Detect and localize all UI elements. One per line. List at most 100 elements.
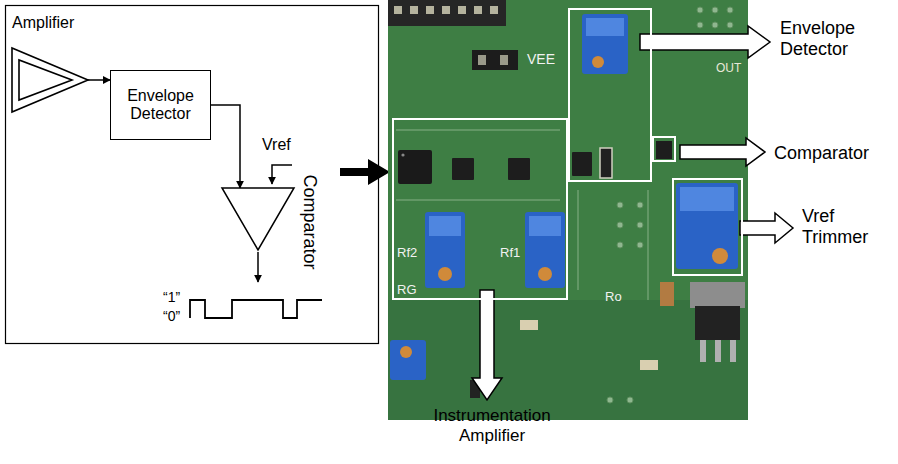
- callout-arrow: [680, 138, 765, 166]
- silkscreen-label: VEE: [527, 52, 555, 67]
- pcb-photo: [400, 346, 412, 358]
- pcb-photo: [712, 248, 728, 264]
- null: [637, 242, 643, 248]
- pcb-photo: [478, 55, 486, 65]
- pcb-photo: [508, 158, 530, 180]
- amplifier-symbol: [19, 60, 72, 100]
- pcb-photo: [458, 6, 466, 14]
- pcb-photo: [438, 267, 452, 281]
- null: [697, 22, 703, 28]
- pcb-photo: [715, 340, 721, 362]
- pcb-photo: [690, 282, 745, 308]
- null: [712, 7, 718, 13]
- silkscreen-label: Ro: [605, 290, 622, 304]
- comparator-symbol: [222, 188, 294, 250]
- pcb-photo: [388, 0, 506, 26]
- digital-waveform: [190, 300, 322, 318]
- null: [727, 22, 733, 28]
- part-label: Envelope Detector: [780, 18, 870, 59]
- pcb-photo: [401, 153, 404, 156]
- comparator-symbol: [218, 186, 298, 252]
- comparator-symbol: Comparator: [218, 186, 298, 252]
- pcb-photo: [452, 158, 474, 180]
- amplifier-symbol: Amplifier: [8, 14, 92, 114]
- pcb-photo: [730, 340, 736, 362]
- pcb-photo: [388, 300, 748, 420]
- pcb-photo: [592, 56, 604, 68]
- silkscreen-label: OUT: [716, 62, 741, 75]
- part-label: Comparator: [774, 143, 869, 164]
- logic-level: “1”: [163, 290, 180, 305]
- signal-arrow: [211, 105, 240, 188]
- pcb-photo: [394, 6, 402, 14]
- block-arrow: [340, 159, 390, 185]
- pcb-photo: [425, 212, 465, 288]
- signal-wire: [272, 165, 292, 184]
- null: [697, 7, 703, 13]
- block-arrow: [340, 159, 390, 185]
- signal-arrow: [88, 79, 110, 81]
- pcb-photo: [490, 6, 498, 14]
- null: [617, 242, 623, 248]
- callout-arrow: [740, 213, 793, 243]
- highlight-region: Envelope Detector: [568, 8, 652, 182]
- pcb-photo: [474, 6, 482, 14]
- logic-level: “0”: [163, 309, 180, 324]
- pcb-photo: [680, 187, 734, 211]
- pcb-photo: [695, 306, 740, 340]
- pcb-photo: [442, 6, 450, 14]
- pcb-photo: [525, 212, 565, 288]
- pcb-photo: [426, 6, 434, 14]
- signal-name: Vref: [262, 136, 291, 154]
- pcb-photo: [396, 130, 648, 300]
- callout-arrow: [640, 26, 770, 58]
- pcb-photo: [660, 282, 674, 306]
- pcb-photo: [582, 14, 628, 74]
- pcb-photo: [640, 360, 658, 370]
- pcb-photo: [390, 340, 426, 380]
- null: [607, 397, 613, 403]
- pcb-photo: [676, 183, 738, 269]
- digital-waveform: [190, 300, 322, 318]
- null: [617, 202, 623, 208]
- null: [627, 397, 633, 403]
- pcb-photo: [656, 141, 672, 159]
- part-label: Vref Trimmer: [802, 206, 886, 247]
- null: [712, 22, 718, 28]
- pcb-photo: [388, 0, 748, 420]
- callout-arrow: [472, 290, 502, 400]
- pcb-photo: [600, 148, 612, 178]
- null: [617, 222, 623, 228]
- null: [637, 222, 643, 228]
- pcb-photo: [472, 50, 518, 70]
- pcb-photo: [500, 55, 508, 65]
- silkscreen-label: Rf2: [397, 246, 417, 260]
- null: [637, 202, 643, 208]
- silkscreen-label: Rf1: [500, 246, 520, 260]
- null: [607, 7, 733, 403]
- pcb-photo: [410, 6, 418, 14]
- pcb-photo: [700, 340, 706, 362]
- amplifier-symbol: [12, 48, 88, 112]
- part-label: Amplifier: [12, 14, 74, 32]
- pcb-photo: [538, 267, 552, 281]
- highlight-region: Vref Trimmer: [672, 178, 743, 276]
- pcb-photo: [520, 320, 538, 330]
- pcb-photo: [429, 216, 461, 236]
- box-label: Envelope Detector: [117, 87, 204, 124]
- part-label: Comparator: [300, 174, 321, 269]
- pcb-photo: [586, 18, 624, 36]
- signal-wire: [257, 252, 259, 282]
- pcb-photo: [398, 150, 432, 184]
- null: [727, 7, 733, 13]
- pcb-photo: [529, 216, 561, 236]
- highlight-region: Comparator: [652, 136, 676, 162]
- pcb-photo: [572, 152, 592, 176]
- process-box: Envelope Detector: [110, 70, 211, 140]
- highlight-region: Instrumentation Amplifier: [392, 118, 568, 300]
- block-frame: [6, 6, 379, 344]
- part-label: Instrumentation Amplifier: [417, 406, 567, 445]
- silkscreen-label: RG: [397, 283, 417, 297]
- pcb-photo: [388, 0, 748, 420]
